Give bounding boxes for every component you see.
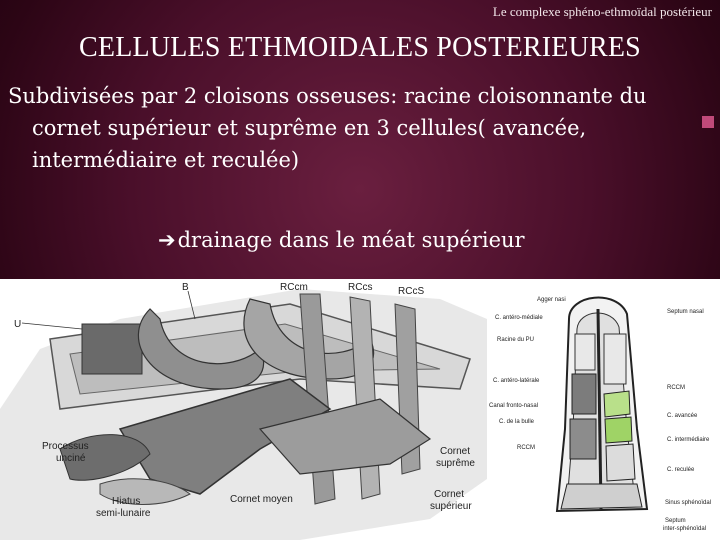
arrow-line: ➔drainage dans le méat supérieur [158,228,525,252]
label-hiatus-1: Hiatus [112,496,140,507]
slide-title: CELLULES ETHMOIDALES POSTERIEURES [0,32,720,64]
decorative-square [702,116,714,128]
cell-upper-right [604,334,626,384]
cell-upper-left [575,334,595,370]
label-septum-inter-1: Septum [665,518,686,524]
label-racine-pu: Racine du PU [497,337,534,343]
arrow-right-icon: ➔ [158,228,176,252]
label-c-intermediaire: C. intermédiaire [667,437,710,443]
ethmoid-cells-figure: Agger nasi C. antéro-médiale Racine du P… [487,279,720,540]
body-paragraph: Subdivisées par 2 cloisons osseuses: rac… [8,80,720,176]
label-rccm-right: RCCM [667,385,685,391]
label-cornet-supreme-2: suprême [436,458,475,469]
ethmoid-schema-drawing: B RCcm RCcs RCcS U Processus unciné Hiat… [0,279,487,540]
label-cornet-supreme-1: Cornet [440,446,470,457]
cell-right-avancee [604,391,630,417]
label-c-avancee: C. avancée [667,413,698,419]
label-rccm-left: RCCM [517,445,535,451]
label-hiatus-2: semi-lunaire [96,508,151,519]
ethmoid-cells-drawing: Agger nasi C. antéro-médiale Racine du P… [487,279,720,540]
label-septum-nasal: Septum nasal [667,309,704,315]
label-c-antero-laterale: C. antéro-latérale [493,378,540,384]
label-processus-2: unciné [56,453,86,464]
label-cornet-superieur-1: Cornet [434,489,464,500]
label-rccs2: RCcS [398,286,424,297]
label-c-antero-mediale: C. antéro-médiale [495,315,543,321]
sinus-shape [561,484,642,509]
label-agger: Agger nasi [537,297,566,303]
label-canal-fronto-nasal: Canal fronto-nasal [489,403,538,409]
label-cornet-moyen: Cornet moyen [230,494,293,505]
arrow-text: drainage dans le méat supérieur [178,228,525,252]
label-septum-inter-2: inter-sphénoïdal [663,526,706,532]
dark-block [82,324,142,374]
cell-right-reculee [606,444,635,481]
label-rccs: RCcs [348,282,372,293]
ethmoid-schema-figure: B RCcm RCcs RCcS U Processus unciné Hiat… [0,279,487,540]
cell-left-upper [572,374,596,414]
leader-u [22,323,82,329]
label-b: B [182,282,189,293]
label-c-bulle: C. de la bulle [499,419,535,425]
label-sinus-sphenoidal: Sinus sphénoïdal [665,500,711,506]
label-u: U [14,319,21,330]
label-rccm: RCcm [280,282,308,293]
label-processus-1: Processus [42,441,89,452]
cell-right-intermediaire [605,417,632,443]
header-note: Le complexe sphéno-ethmoïdal postérieur [493,4,712,20]
label-c-reculee: C. reculée [667,467,695,473]
label-cornet-superieur-2: supérieur [430,501,472,512]
cell-left-lower [570,419,596,459]
